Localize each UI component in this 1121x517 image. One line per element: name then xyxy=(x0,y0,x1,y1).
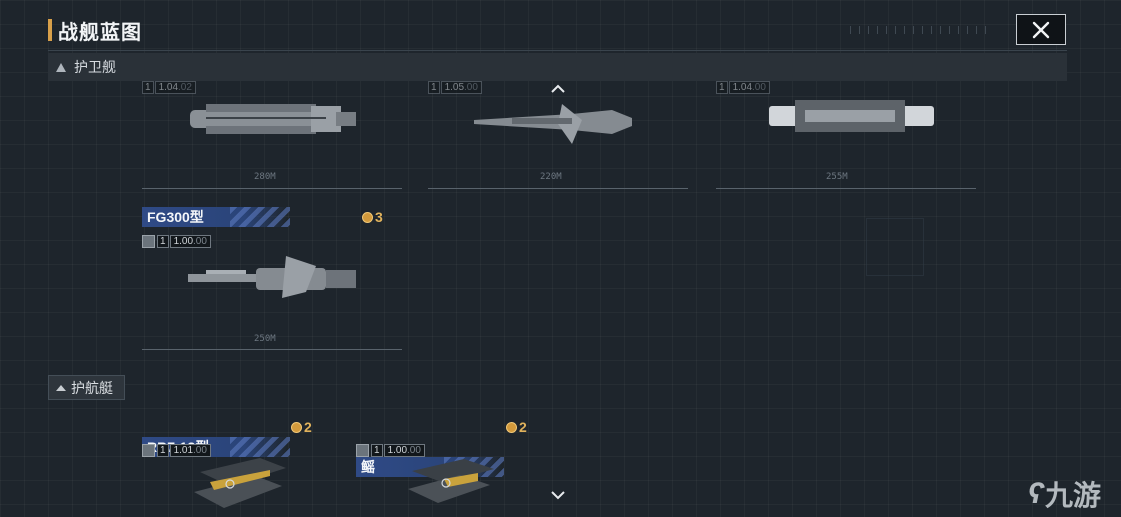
chevron-up-icon[interactable] xyxy=(550,84,566,94)
page-title: 战舰蓝图 xyxy=(58,21,142,44)
length-label: 280M xyxy=(254,172,276,182)
escort-icon xyxy=(56,384,66,391)
resource-icon xyxy=(506,421,517,433)
frigate-ship-fg300[interactable] xyxy=(186,252,366,302)
section-label: 护卫舰 xyxy=(74,59,116,75)
watermark: ʕ 九游 xyxy=(1028,474,1101,514)
title-accent xyxy=(48,19,52,41)
page-header: 战舰蓝图 xyxy=(48,14,142,46)
ship-count: 2 xyxy=(291,419,312,435)
sort-icon xyxy=(356,444,369,457)
baseline xyxy=(142,349,402,350)
length-label: 220M xyxy=(540,172,562,182)
watermark-text: 九游 xyxy=(1045,480,1102,511)
section-label: 护航艇 xyxy=(71,379,113,396)
length-label: 250M xyxy=(254,334,276,344)
escort-ship-rb7[interactable] xyxy=(190,452,290,514)
ship-stat: 1 1.00.00 xyxy=(356,444,425,457)
close-icon xyxy=(1032,21,1050,38)
frigate-ship-3[interactable] xyxy=(765,96,939,136)
length-label: 255M xyxy=(826,172,848,182)
ship-count: 3 xyxy=(362,209,383,225)
ship-stat: 1 1.01.00 xyxy=(142,444,211,457)
sort-icon xyxy=(142,444,155,457)
blueprint-decoration xyxy=(866,218,924,276)
ship-stat: 1 1.00.00 xyxy=(142,235,211,248)
section-header-frigate[interactable]: 护卫舰 xyxy=(48,53,1067,81)
header-divider xyxy=(48,50,1067,51)
ship-name: FG300型 xyxy=(147,209,204,225)
ship-name: 鳐 xyxy=(361,459,375,475)
baseline xyxy=(142,188,402,189)
frigate-ship-2[interactable] xyxy=(472,100,638,148)
escort-ship-ray[interactable] xyxy=(404,455,500,511)
section-header-escort[interactable]: 护航艇 xyxy=(48,375,125,400)
baseline xyxy=(428,188,688,189)
collapse-icon xyxy=(56,62,66,72)
chevron-down-icon[interactable] xyxy=(550,490,566,500)
resource-icon xyxy=(362,211,373,223)
ship-count: 2 xyxy=(506,419,527,435)
close-button[interactable] xyxy=(1016,14,1066,45)
sort-icon xyxy=(142,235,155,248)
watermark-logo: ʕ xyxy=(1028,477,1044,510)
baseline xyxy=(716,188,976,189)
resource-icon xyxy=(291,421,302,433)
frigate-ship-1[interactable] xyxy=(186,96,362,144)
decorative-ticks xyxy=(850,26,990,34)
ship-name-bar[interactable]: FG300型 xyxy=(142,207,290,227)
